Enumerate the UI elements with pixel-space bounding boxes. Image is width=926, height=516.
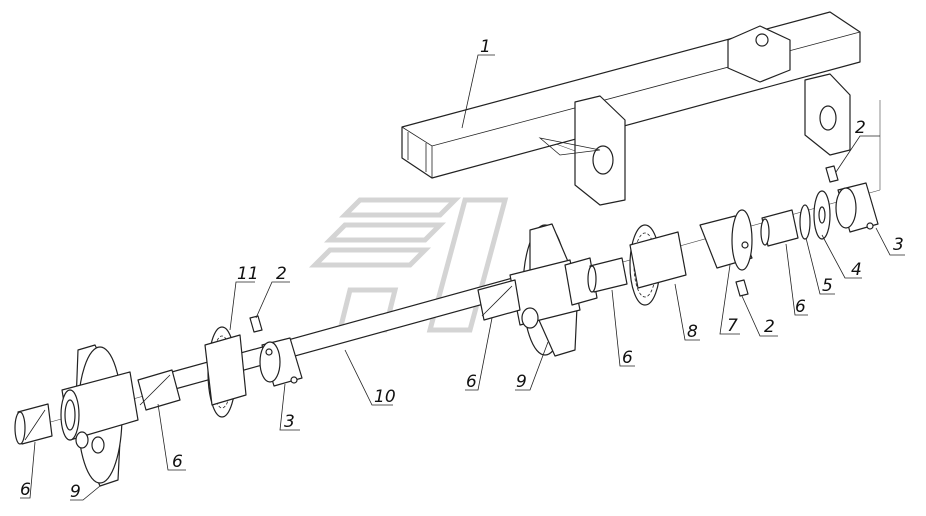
callout-6-right: 6 <box>795 297 806 317</box>
callout-6-mid: 6 <box>622 348 633 368</box>
part-4-washer <box>813 190 831 240</box>
part-9-middle-flange <box>509 223 598 357</box>
part-9-left-flange <box>60 344 139 487</box>
callout-10: 10 <box>374 387 396 407</box>
part-11-sprocket <box>204 326 247 418</box>
part-5-washer <box>799 204 811 240</box>
callout-9-left: 9 <box>70 482 81 502</box>
callout-2-middle: 2 <box>764 317 775 337</box>
callout-7: 7 <box>727 316 738 336</box>
part-3-left-housing <box>259 337 303 387</box>
part-1-frame-beam <box>401 11 861 206</box>
part-6-mid-bushing <box>587 257 628 293</box>
part-7-clutch <box>699 209 753 271</box>
part-2-right-grease-nipple <box>825 165 839 183</box>
part-2-mid-grease-nipple <box>735 279 749 297</box>
part-2-left-grease-nipple <box>249 315 263 333</box>
callout-6-left-sleeve: 6 <box>172 452 183 472</box>
part-6-left-bushing <box>14 403 53 445</box>
callout-9-middle: 9 <box>516 372 527 392</box>
callout-11: 11 <box>237 264 259 284</box>
callout-8: 8 <box>687 322 698 342</box>
callout-6-middle-sleeve: 6 <box>466 372 477 392</box>
callout-5: 5 <box>822 276 833 296</box>
callout-3-left: 3 <box>284 412 295 432</box>
callout-6-left: 6 <box>20 480 31 500</box>
callout-3-right: 3 <box>893 235 904 255</box>
leader-lines <box>20 54 905 501</box>
callout-labels: 1 2 3 4 5 6 2 7 8 6 9 6 10 11 2 3 6 9 6 <box>20 37 904 502</box>
part-8-sprocket <box>629 224 687 306</box>
part-6-right-bushing <box>760 209 799 247</box>
callout-2-right: 2 <box>855 118 866 138</box>
callout-1: 1 <box>480 37 491 57</box>
callout-2-left: 2 <box>276 264 287 284</box>
callout-4: 4 <box>851 260 862 280</box>
part-6-left-sleeve <box>137 369 181 411</box>
part-6-middle-sleeve <box>477 279 521 321</box>
part-3-right-housing <box>835 182 879 233</box>
